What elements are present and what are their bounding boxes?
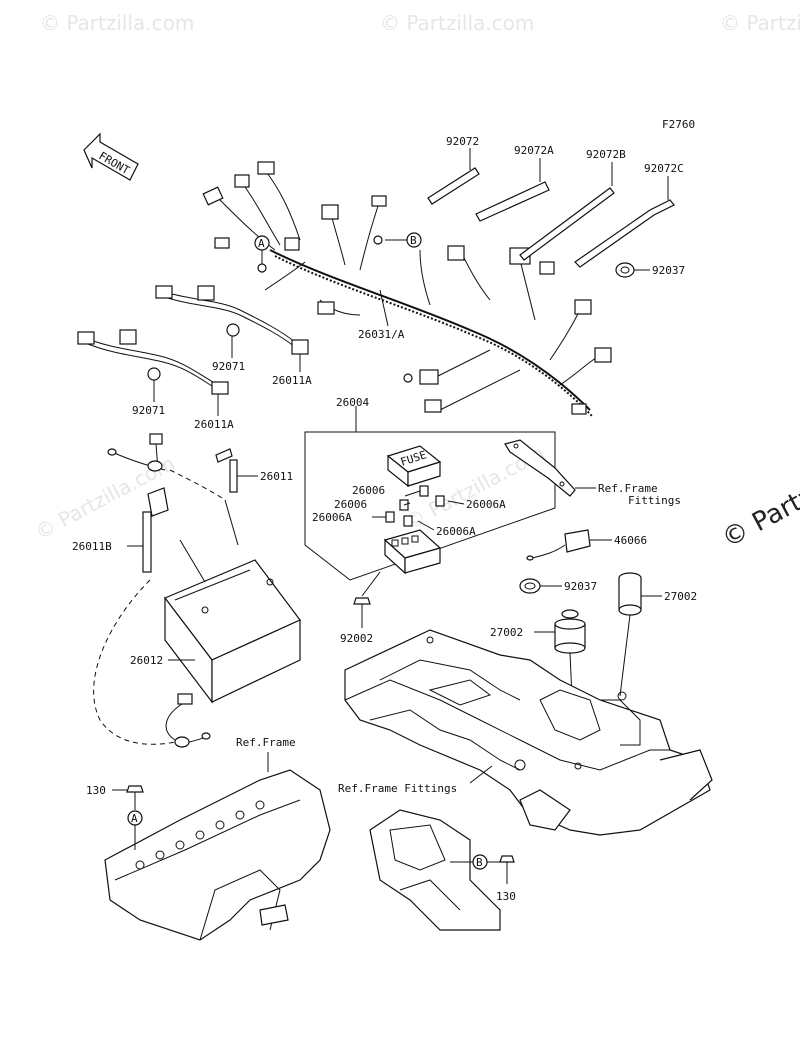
callout-26011a-lower: 26011A	[194, 418, 234, 431]
bolt-130-right: B	[450, 854, 515, 884]
marker-a-frame: A	[131, 812, 138, 825]
callout-92002: 92002	[340, 632, 373, 645]
callout-26006a-left: 26006A	[312, 511, 352, 524]
relay-46066	[526, 529, 612, 561]
callout-ref-frame-fittings-top-2: Fittings	[628, 494, 681, 507]
battery-26012	[164, 499, 301, 704]
bolt-92002	[353, 571, 381, 628]
cable-ties	[427, 148, 675, 268]
marker-a: A	[254, 235, 270, 264]
buzzer-27002-right	[618, 572, 662, 697]
callout-26006-upper: 26006	[352, 484, 385, 497]
callout-92037-top: 92037	[652, 264, 685, 277]
callout-ref-frame-fittings-bottom: Ref.Frame Fittings	[338, 782, 457, 795]
callout-92071-lower: 92071	[132, 404, 165, 417]
callout-26004: 26004	[336, 396, 369, 409]
clamp-92037-lower	[519, 578, 562, 594]
callout-26011b: 26011B	[72, 540, 112, 553]
battery-cable-lower	[165, 693, 211, 748]
callout-27002-left: 27002	[490, 626, 523, 639]
callout-92037-lower: 92037	[564, 580, 597, 593]
callout-ref-frame-fittings-top: Ref.Frame	[598, 482, 658, 495]
sub-harness-lower	[77, 329, 229, 416]
figure-code: F2760	[662, 118, 695, 131]
watermark-side: © Partz	[717, 481, 800, 554]
marker-b: B	[385, 232, 422, 248]
watermark: © Partzilla.com	[40, 11, 194, 35]
callout-92072c: 92072C	[644, 162, 684, 175]
callout-ref-frame: Ref.Frame	[236, 736, 296, 749]
battery-cables	[93, 433, 258, 745]
callout-27002-right: 27002	[664, 590, 697, 603]
callout-26006a-bottom: 26006A	[436, 525, 476, 538]
callout-130-left: 130	[86, 784, 106, 797]
fuse-box-group: FUSE	[304, 406, 556, 581]
front-arrow-icon: FRONT	[83, 132, 139, 181]
svg-text:A: A	[258, 237, 265, 250]
clamp-92037	[615, 262, 650, 278]
main-wiring-harness	[202, 161, 612, 417]
callout-26006-lower: 26006	[334, 498, 367, 511]
callout-26011a-upper: 26011A	[272, 374, 312, 387]
watermark: © Partzilla.com	[380, 11, 534, 35]
frame	[104, 752, 501, 941]
callout-46066: 46066	[614, 534, 647, 547]
callout-26012: 26012	[130, 654, 163, 667]
callout-92071-upper: 92071	[212, 360, 245, 373]
marker-b-frame: B	[476, 856, 483, 869]
sub-harness-upper	[155, 285, 309, 372]
callout-26011: 26011	[260, 470, 293, 483]
buzzer-27002-left	[534, 609, 586, 766]
callout-130-right: 130	[496, 890, 516, 903]
svg-text:B: B	[410, 234, 417, 247]
callout-92072a: 92072A	[514, 144, 554, 157]
callout-26031a: 26031/A	[358, 328, 405, 341]
callout-26006a-right: 26006A	[466, 498, 506, 511]
callout-92072b: 92072B	[586, 148, 626, 161]
watermark: © Partzilla.com	[720, 11, 800, 35]
frame-fittings-tray	[344, 629, 713, 836]
callout-92072: 92072	[446, 135, 479, 148]
bolt-130-left: A	[112, 785, 144, 850]
fuse-bracket	[504, 439, 596, 497]
